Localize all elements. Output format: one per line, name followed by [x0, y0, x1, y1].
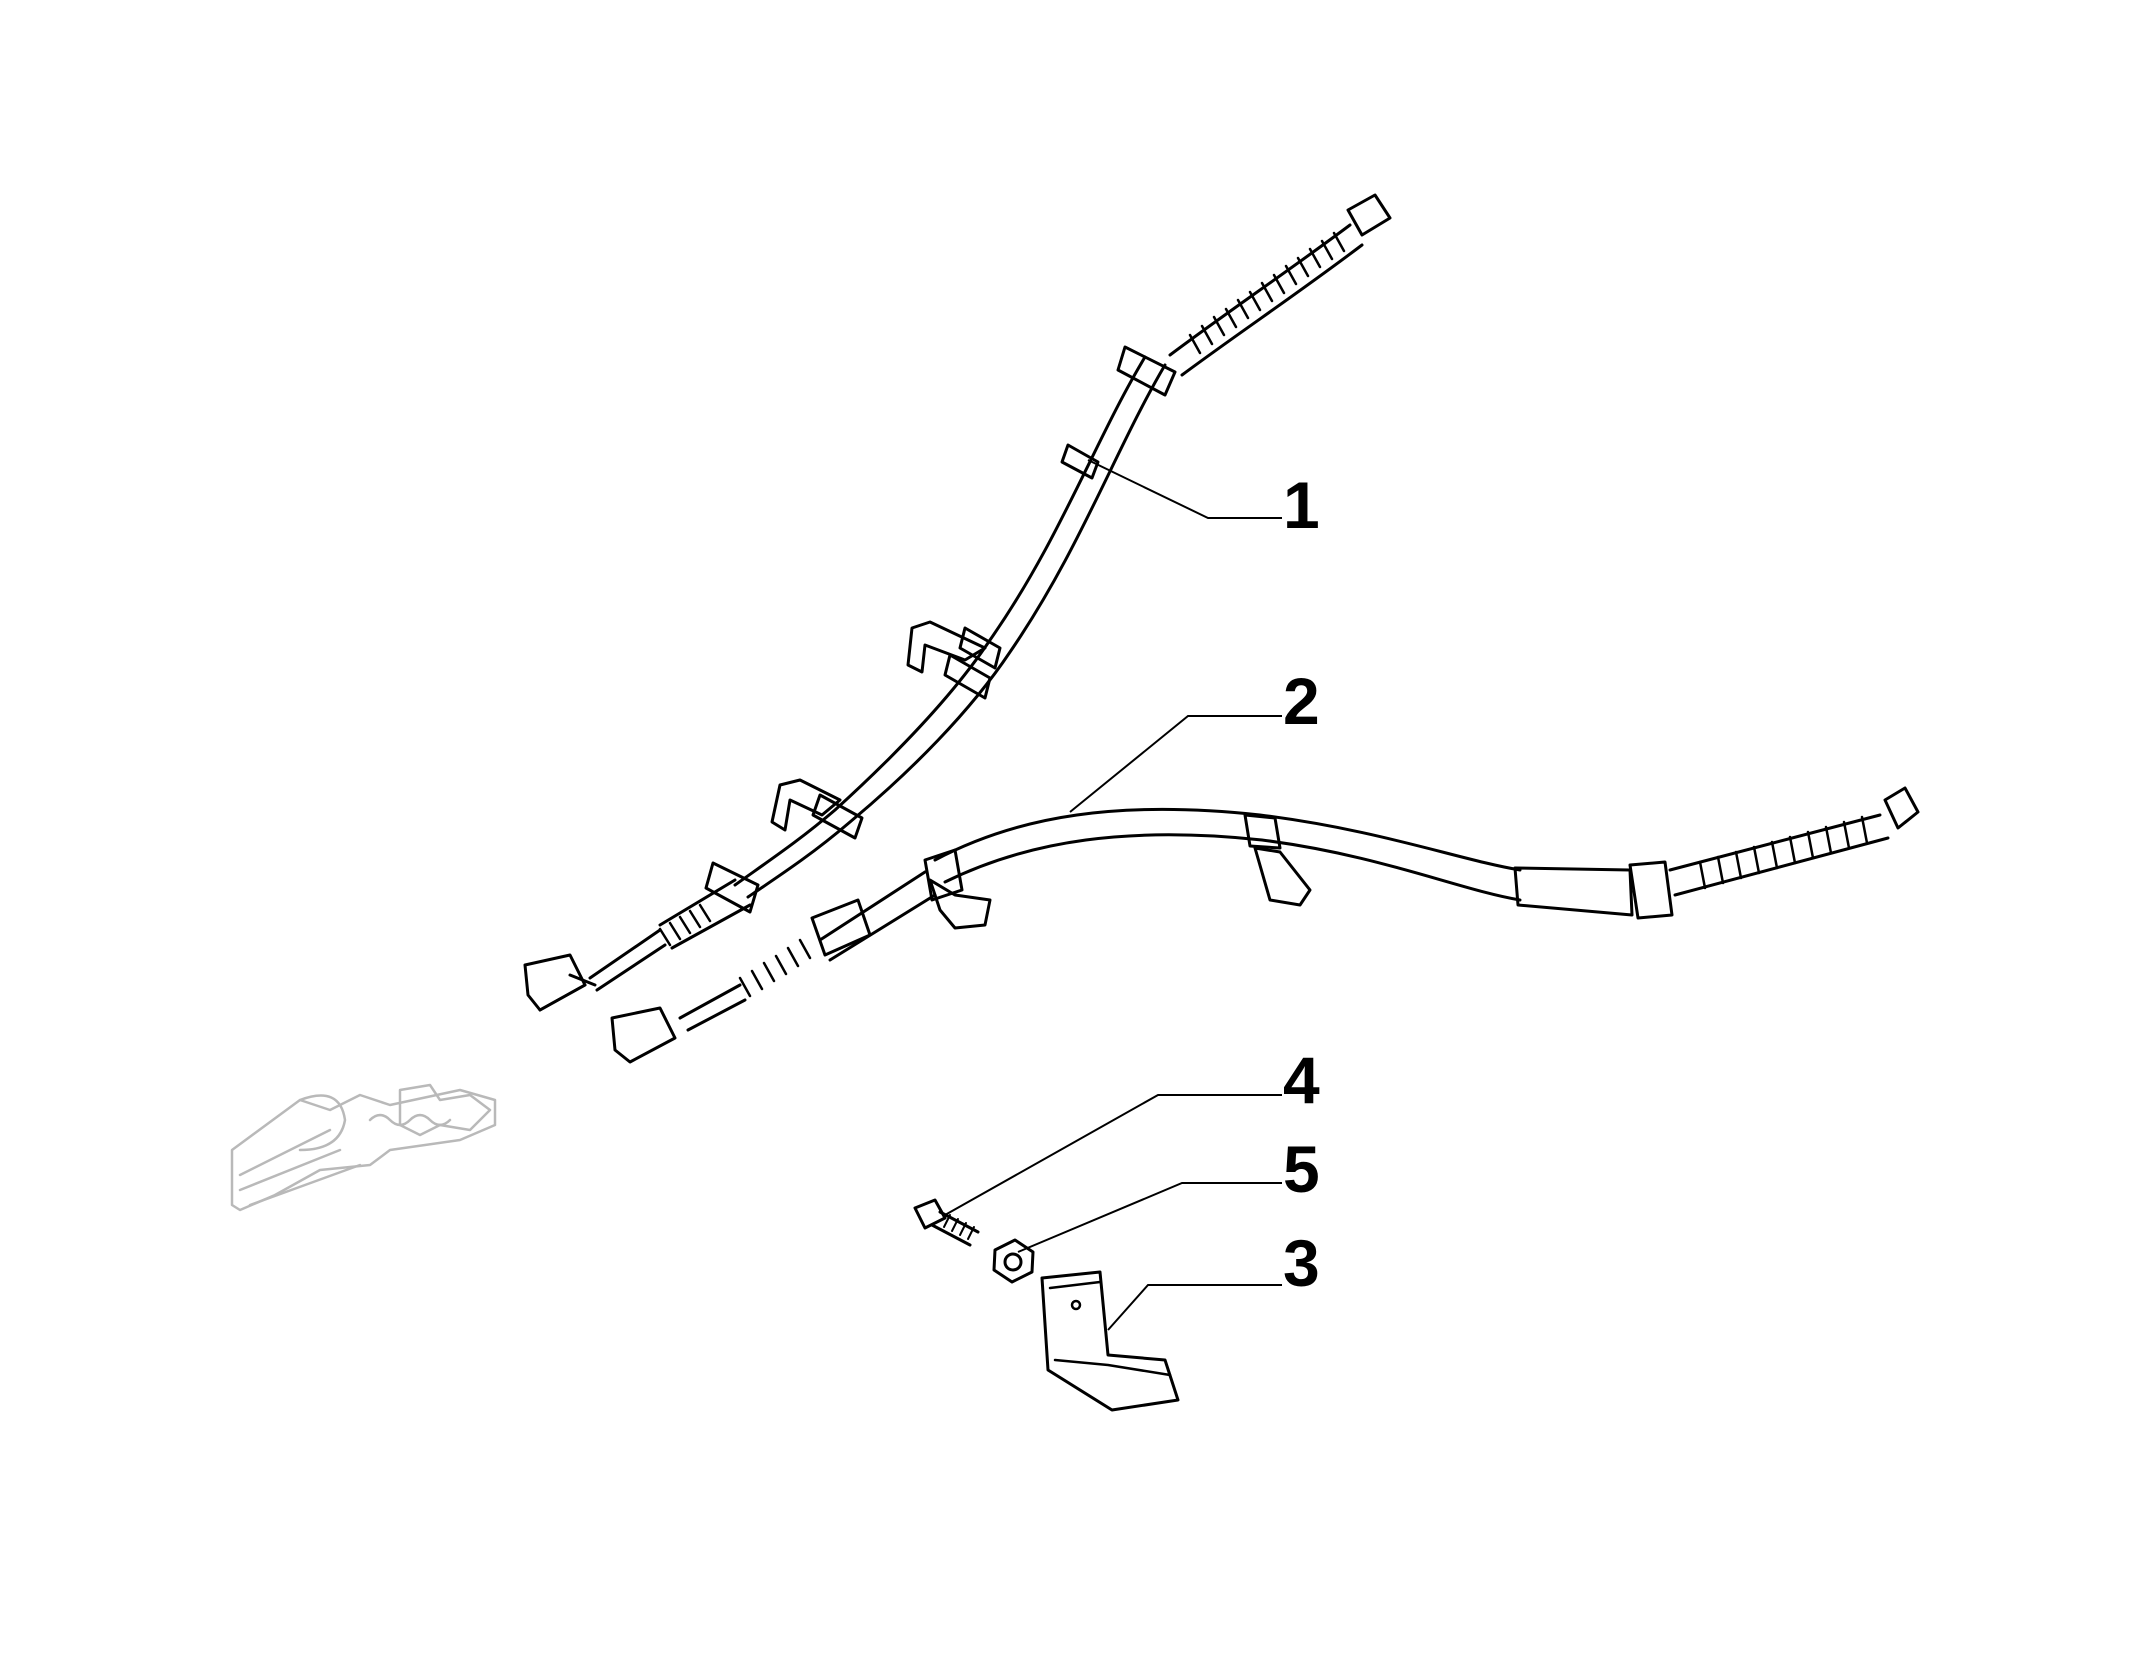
brake-cable-2	[610, 786, 1920, 1064]
callout-4: 4	[1283, 1043, 1320, 1117]
callout-2: 2	[1283, 664, 1320, 738]
callout-1: 1	[1283, 468, 1320, 542]
leader-line-4	[944, 1094, 1282, 1216]
callout-3: 3	[1283, 1226, 1320, 1300]
reference-lever-assembly	[230, 1083, 497, 1212]
nut-5	[992, 1238, 1035, 1284]
leader-lines	[944, 459, 1282, 1331]
callout-5: 5	[1283, 1132, 1320, 1206]
brake-cable-1	[523, 193, 1392, 1012]
leader-line-3	[1107, 1284, 1282, 1331]
leader-line-2	[1069, 715, 1282, 813]
bolt-4	[913, 1198, 980, 1247]
leader-line-1	[1087, 459, 1282, 519]
leader-line-5	[1017, 1182, 1282, 1253]
bracket-3	[1040, 1270, 1180, 1412]
